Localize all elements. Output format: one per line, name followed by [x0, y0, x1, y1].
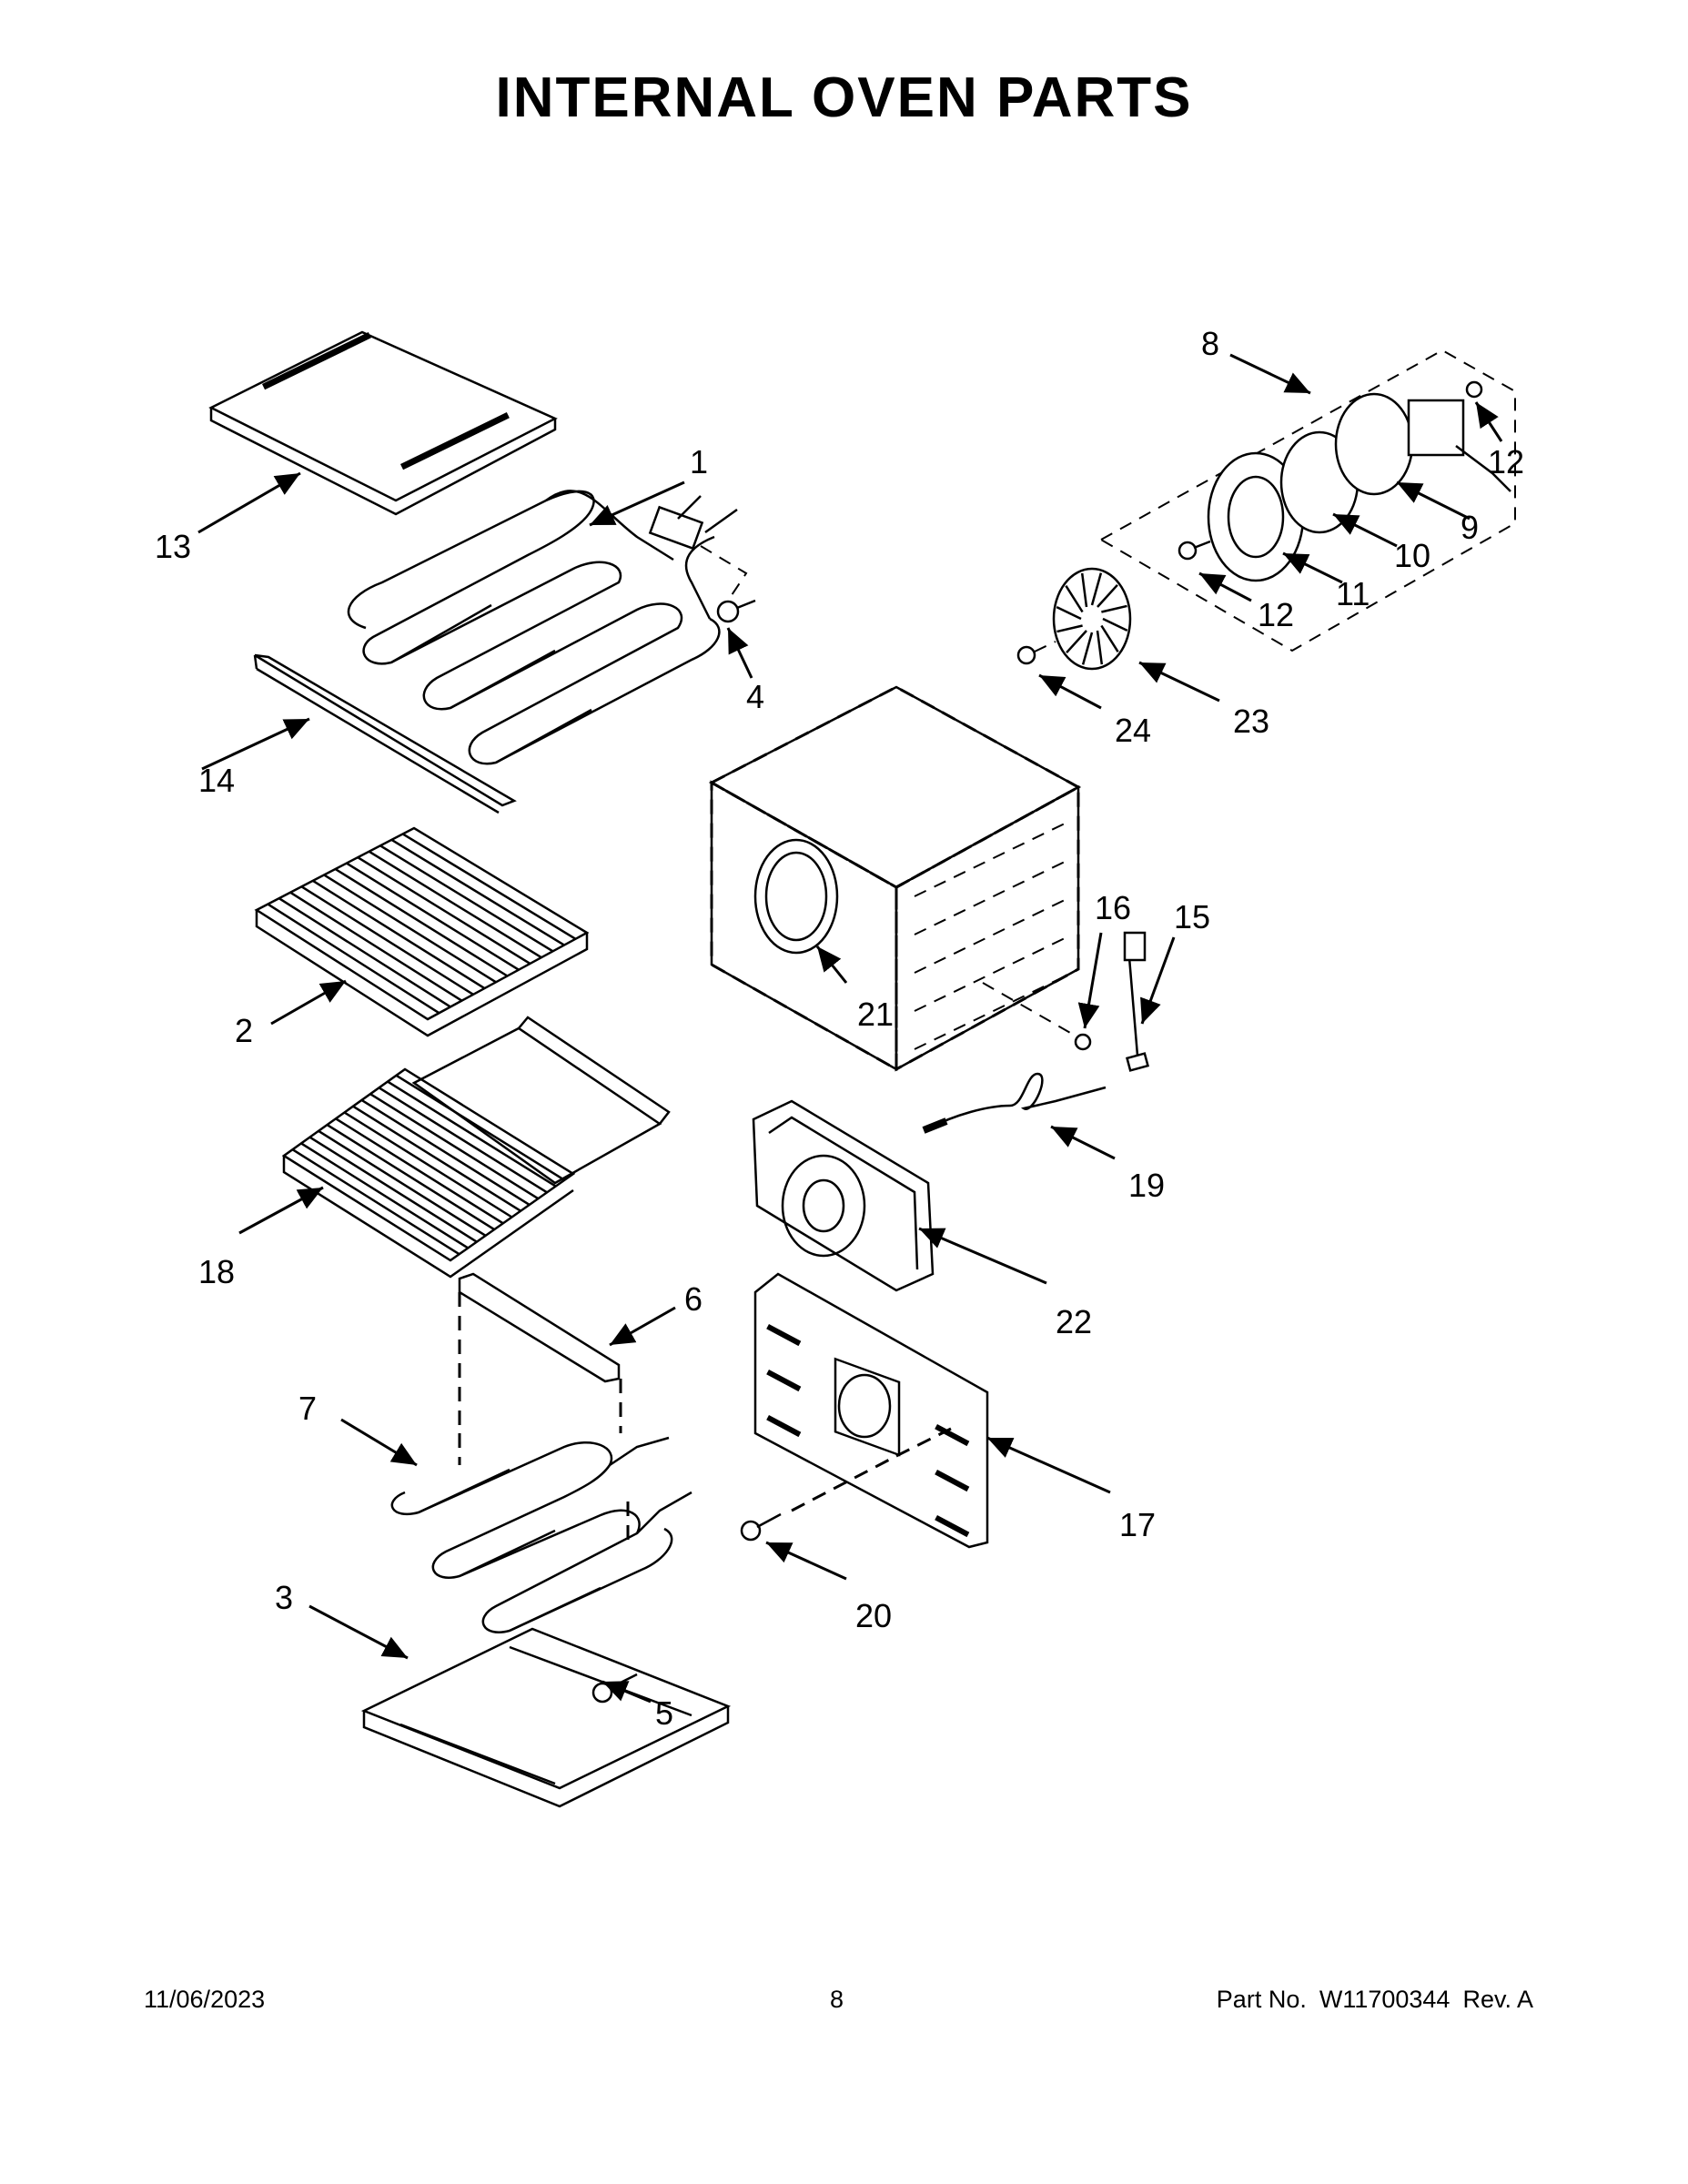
arrow-12a — [1474, 401, 1503, 442]
part-15-sensor — [1123, 931, 1150, 1072]
callout-labels: 1 2 3 4 5 6 7 8 9 10 11 12 12 13 14 15 1… — [155, 325, 1524, 1732]
callout-7: 7 — [298, 1390, 317, 1427]
arrow-12b — [1198, 571, 1252, 602]
part-7-bake-element — [390, 1433, 692, 1633]
arrow-11 — [1282, 551, 1343, 584]
arrow-21 — [815, 945, 848, 984]
part-4-screw — [716, 599, 756, 623]
callout-17: 17 — [1119, 1506, 1156, 1543]
footer-page-number: 8 — [830, 1986, 844, 2013]
arrow-3 — [308, 1604, 409, 1660]
callout-18: 18 — [198, 1253, 235, 1290]
part-2-oven-rack — [254, 826, 590, 1037]
revision: Rev. A — [1462, 1986, 1533, 2013]
callout-1: 1 — [690, 443, 708, 480]
callout-10: 10 — [1394, 537, 1430, 574]
arrow-23 — [1138, 661, 1220, 703]
callout-12a: 12 — [1488, 443, 1524, 480]
callout-19: 19 — [1128, 1167, 1165, 1204]
callout-8: 8 — [1201, 325, 1219, 362]
part-12-screw-b — [1178, 540, 1211, 561]
callout-14: 14 — [198, 762, 235, 799]
part-9-motor — [1334, 392, 1511, 496]
arrow-6 — [609, 1306, 676, 1347]
arrow-4 — [726, 627, 753, 679]
part-12-screw-a — [1465, 380, 1483, 399]
part-21-oven-cavity — [708, 685, 1082, 1072]
arrow-8 — [1229, 353, 1311, 395]
arrow-15 — [1140, 936, 1176, 1025]
callout-6: 6 — [684, 1280, 702, 1318]
part-1-broil-element — [347, 490, 748, 765]
part-22-fan-baffle — [752, 1099, 935, 1292]
part-8-convection-assembly — [1098, 349, 1516, 652]
callout-13: 13 — [155, 528, 191, 565]
leader-arrows — [197, 353, 1503, 1704]
arrow-9 — [1396, 480, 1471, 521]
arrow-2 — [270, 979, 347, 1026]
callout-5: 5 — [655, 1694, 673, 1732]
arrow-13 — [197, 471, 301, 534]
arrow-5 — [601, 1680, 652, 1704]
page-title: INTERNAL OVEN PARTS — [495, 66, 1193, 129]
callout-21: 21 — [857, 996, 894, 1033]
arrow-17 — [986, 1436, 1111, 1494]
callout-2: 2 — [235, 1012, 253, 1049]
part-14-rail — [253, 653, 517, 814]
callout-11: 11 — [1336, 575, 1370, 612]
callout-15: 15 — [1174, 898, 1210, 935]
arrow-18 — [238, 1186, 324, 1235]
part-18-roller-rack — [281, 1016, 671, 1279]
arrow-10 — [1332, 512, 1398, 548]
callout-24: 24 — [1115, 712, 1151, 749]
callout-4: 4 — [746, 678, 764, 715]
footer-part-number: Part No. W11700344 Rev. A — [1217, 1986, 1533, 2014]
arrow-16 — [1077, 932, 1103, 1029]
callout-20: 20 — [855, 1597, 892, 1634]
callout-23: 23 — [1233, 703, 1269, 740]
part-16-nut — [1074, 1033, 1092, 1051]
arrow-14 — [201, 717, 310, 771]
callout-22: 22 — [1056, 1303, 1092, 1340]
callout-12b: 12 — [1258, 596, 1294, 633]
footer-date: 11/06/2023 — [144, 1986, 266, 2013]
part-number: W11700344 — [1319, 1986, 1450, 2013]
part-17-rear-panel — [753, 1272, 989, 1549]
arrow-19 — [1050, 1125, 1116, 1160]
arrow-1 — [589, 480, 685, 527]
part-6-bracket — [458, 1272, 622, 1433]
part-19-probe — [922, 1072, 1107, 1134]
callout-3: 3 — [275, 1579, 293, 1616]
part-24-nut — [1016, 641, 1056, 665]
callout-16: 16 — [1095, 889, 1131, 926]
part-23-fan-blade — [1052, 567, 1132, 671]
part-13-top-panel — [208, 330, 558, 516]
arrow-24 — [1038, 673, 1102, 710]
arrow-20 — [765, 1541, 847, 1581]
arrow-7 — [340, 1418, 418, 1467]
part-label: Part No. — [1216, 1986, 1307, 2013]
part-20-screw — [740, 1512, 782, 1542]
part-3-bottom-panel — [360, 1627, 732, 1808]
arrow-22 — [918, 1227, 1047, 1285]
callout-9: 9 — [1461, 509, 1479, 546]
